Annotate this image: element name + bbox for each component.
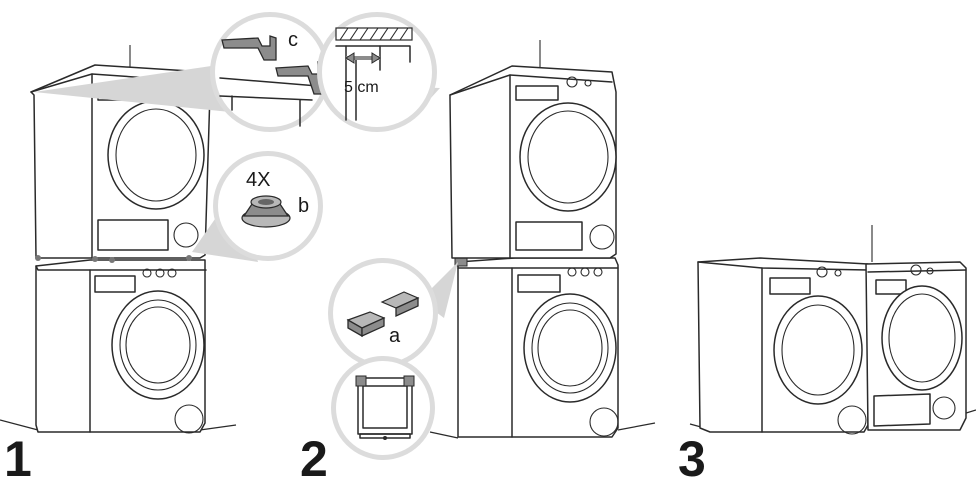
spacer-clip-icon — [346, 311, 386, 338]
step3-panel: 3 — [678, 225, 976, 482]
step3-washer — [697, 257, 869, 435]
spacer-clip-icon — [380, 291, 420, 318]
step3-dryer — [865, 261, 967, 431]
feet-label-b: b — [298, 195, 309, 217]
wall-bracket-icon — [221, 35, 277, 61]
clips-zoom-bubble: a — [328, 258, 458, 368]
distance-zoom-bubble: 5 cm — [317, 12, 440, 132]
step1-washer — [35, 259, 207, 434]
feet-count-label: 4X — [246, 169, 270, 191]
feet-zoom-bubble: 4X b — [192, 151, 323, 262]
distance-label: 5 cm — [344, 79, 379, 96]
bracket-label-c: c — [288, 29, 298, 51]
step2-panel: a 2 — [300, 40, 656, 482]
step1-dryer — [30, 64, 211, 263]
step1-number: 1 — [4, 431, 32, 482]
anti-vibration-foot-icon — [241, 195, 291, 228]
step2-floor — [429, 422, 656, 439]
bracket-zoom-bubble: c — [34, 12, 330, 132]
step2-washer — [454, 257, 619, 438]
step3-number: 3 — [678, 431, 706, 482]
step1-floor — [0, 419, 237, 431]
step1-panel: c 5 cm 4X — [0, 12, 440, 482]
step2-dryer — [449, 65, 617, 259]
step2-number: 2 — [300, 431, 328, 482]
placement-zoom-bubble — [331, 356, 435, 460]
clip-label-a: a — [389, 325, 401, 347]
